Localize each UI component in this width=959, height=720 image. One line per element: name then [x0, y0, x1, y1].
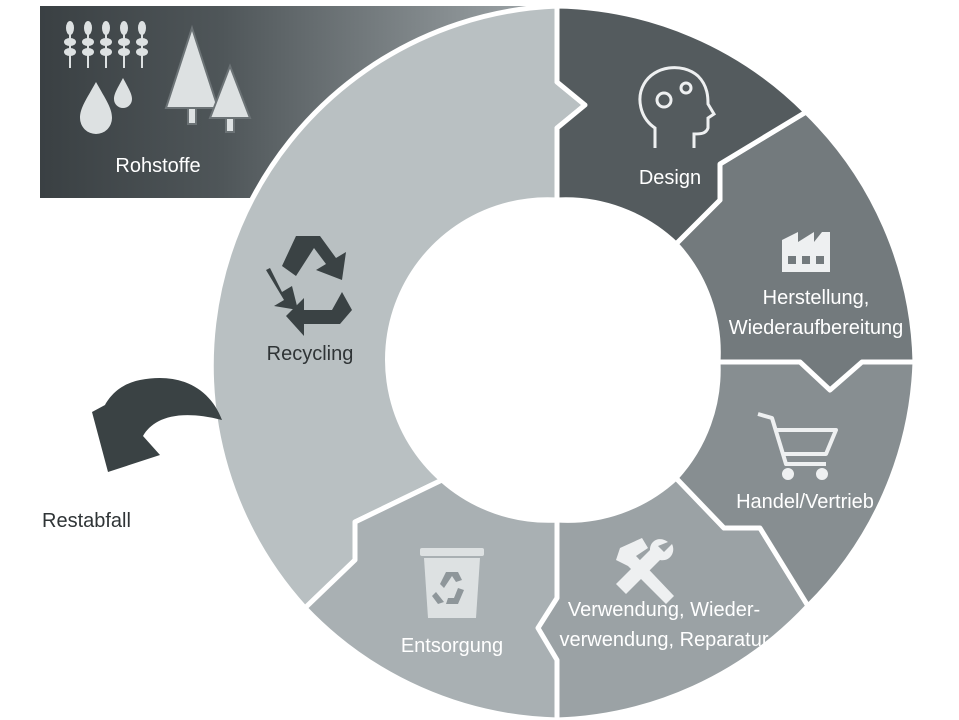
- trees-icon: [164, 24, 252, 133]
- label-herstellung-1: Herstellung,: [763, 287, 870, 309]
- restabfall-arrow: [92, 377, 222, 472]
- center-circle: [402, 205, 712, 515]
- label-handel: Handel/Vertrieb: [736, 491, 874, 513]
- shopping-cart-icon: [757, 412, 838, 480]
- segment-recycling: [208, 3, 588, 611]
- recycle-bin-icon: [420, 548, 484, 618]
- water-drops-icon: [80, 78, 132, 134]
- label-rohstoffe: Rohstoffe: [115, 155, 200, 177]
- factory-icon: [782, 232, 830, 272]
- label-verwendung-2: verwendung, Reparatur: [559, 629, 768, 651]
- segment-verwendung: [535, 475, 811, 720]
- label-recycling: Recycling: [267, 343, 354, 365]
- tools-icon: [616, 538, 674, 604]
- label-herstellung-2: Wiederaufbereitung: [729, 317, 904, 339]
- segment-handel: [673, 359, 918, 609]
- label-verwendung-1: Verwendung, Wieder-: [568, 599, 760, 621]
- segment-design: [554, 3, 809, 247]
- label-entsorgung: Entsorgung: [401, 635, 503, 657]
- label-restabfall: Restabfall: [42, 510, 131, 532]
- recycle-arrows-icon: [266, 236, 352, 336]
- label-design: Design: [639, 167, 701, 189]
- head-gears-icon: [638, 66, 717, 148]
- wheat-icon: [64, 21, 148, 68]
